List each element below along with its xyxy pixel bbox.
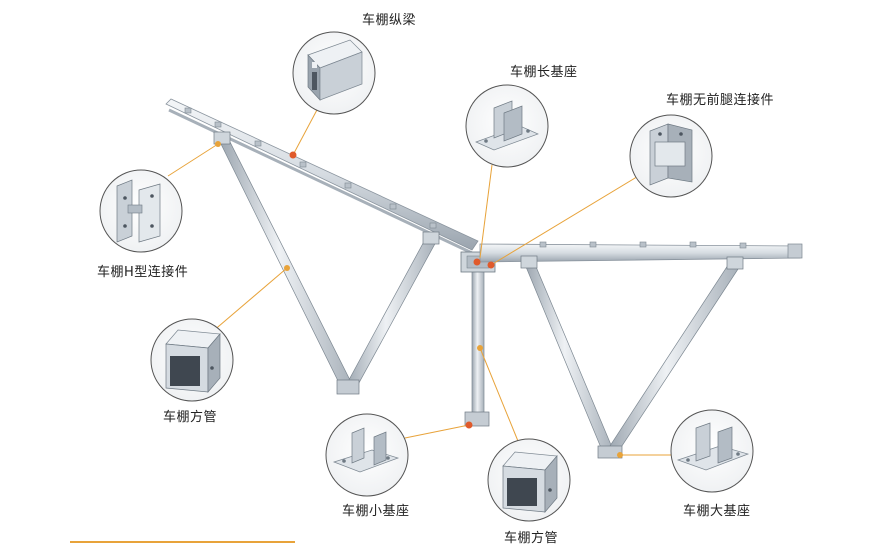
left-longitudinal-beam: [165, 98, 479, 251]
accent-rule: [70, 541, 295, 543]
label-front-leg-connector: 车棚无前腿连接件: [666, 93, 775, 108]
callout-square-tube-center: [487, 438, 571, 522]
label-square-tube-center: 车棚方管: [504, 531, 559, 546]
leader-lines: [167, 107, 680, 456]
label-small-base: 车棚小基座: [342, 504, 410, 519]
square-tube-icon: [502, 451, 558, 513]
label-longitudinal-beam: 车棚纵梁: [362, 13, 417, 28]
h-connector-icon: [116, 179, 161, 243]
label-square-tube-left: 车棚方管: [163, 410, 218, 425]
right-square-tube-rear: [523, 261, 615, 456]
callout-h-connector: [99, 169, 183, 253]
center-column: [460, 251, 496, 427]
right-frame: [479, 241, 803, 459]
connector-icon: [649, 123, 693, 186]
left-frame: [165, 98, 479, 395]
small-base-icon: [332, 427, 400, 473]
left-square-tube-front: [343, 235, 438, 393]
square-tube-icon: [165, 329, 221, 393]
callout-dots: [215, 141, 623, 458]
callout-long-base: [465, 84, 549, 168]
callout-front-leg-connector: [629, 114, 713, 198]
long-base-icon: [475, 100, 539, 151]
beam-profile-icon: [307, 39, 363, 101]
large-base-icon: [676, 422, 750, 471]
callout-longitudinal-beam: [292, 31, 376, 115]
label-large-base: 车棚大基座: [683, 504, 751, 519]
callout-large-base: [670, 409, 754, 493]
label-long-base: 车棚长基座: [510, 65, 578, 80]
callout-small-base: [325, 413, 409, 497]
label-h-connector: 车棚H型连接件: [97, 265, 189, 280]
callout-square-tube-left: [150, 318, 234, 402]
